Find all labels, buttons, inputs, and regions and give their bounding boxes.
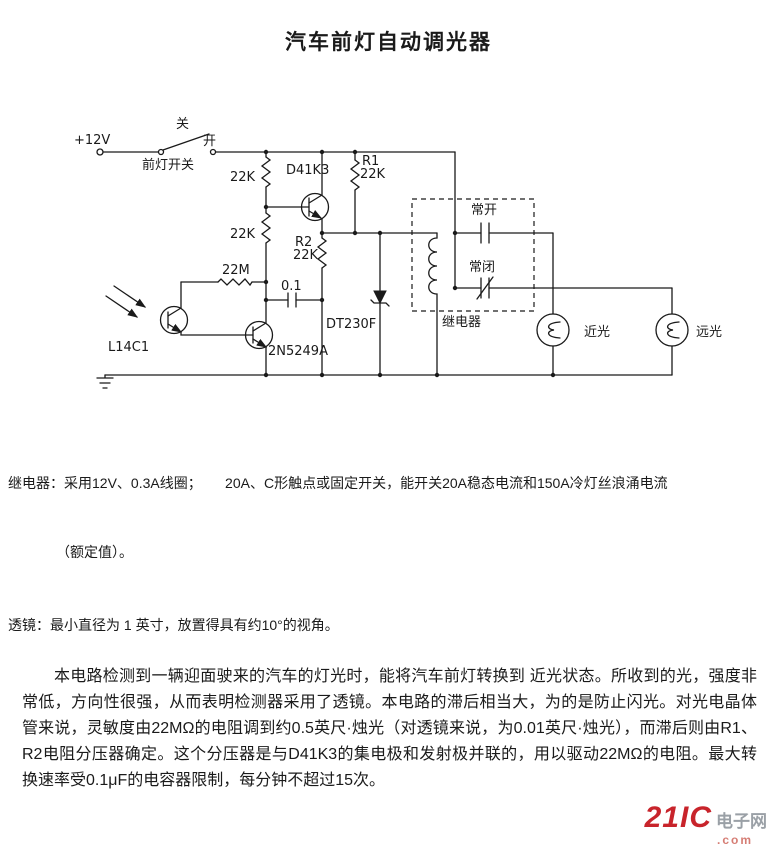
component-notes: 继电器：采用12V、0.3A线圈； 20A、C形触点或固定开关，能开关20A稳态…: [8, 426, 770, 683]
contact-no-label: 常开: [471, 203, 497, 218]
relay-coil: [428, 232, 438, 376]
relay-label: 继电器: [442, 315, 481, 330]
resistor-22k-top: [260, 156, 272, 188]
ground-symbol: [96, 374, 114, 389]
lamp-far-label: 远光: [696, 325, 722, 340]
switch-contact: [209, 148, 217, 156]
transistor-d41k3: [300, 192, 330, 222]
watermark-domain: .com: [716, 833, 753, 847]
switch-off-label: 关: [176, 117, 189, 132]
lamp-far-filament: [667, 321, 680, 339]
lamp-near-filament: [548, 321, 561, 339]
r1-value: 22K: [360, 167, 386, 182]
collector-lead: [308, 151, 323, 204]
lamp-far: [655, 313, 689, 347]
supply-label: +12V: [74, 133, 110, 148]
switch-blade: [162, 133, 210, 151]
wire: [180, 332, 254, 336]
emitter-lead: [167, 323, 183, 333]
description-paragraph: 本电路检测到一辆迎面驶来的汽车的灯光时，能将汽车前灯转换到 近光状态。所收到的光…: [22, 668, 757, 789]
relay-spec-line: 继电器：采用12V、0.3A线圈； 20A、C形触点或固定开关，能开关20A稳态…: [8, 475, 668, 491]
r2-value: 22K: [293, 248, 319, 263]
relay-spec-cont: （额定值）。: [56, 544, 133, 560]
phototransistor-l14c1: [159, 305, 189, 335]
q1-label: D41K3: [286, 163, 329, 178]
diode-label: DT230F: [326, 317, 376, 332]
resistor-r2: [316, 237, 328, 269]
watermark-brand: 21IC: [644, 801, 712, 834]
light-ray-arrow: [105, 295, 139, 318]
watermark-site: 电子网: [716, 812, 767, 831]
switch-name-label: 前灯开关: [142, 157, 194, 173]
lamp-near: [536, 313, 570, 347]
switch-on-label: 开: [203, 134, 216, 149]
transistor-2n5249a: [244, 320, 274, 350]
resistor-22m: [217, 278, 253, 287]
resistor-r1: [349, 159, 361, 191]
circuit-diagram: +12V 关 开 前灯开关 22K D41K3 22K 22M L14C1: [74, 117, 722, 389]
diode-dt230f: [373, 290, 387, 305]
resistor-22m-label: 22M: [222, 263, 250, 278]
resistor-22k-mid: [260, 212, 272, 244]
q2-label: 2N5249A: [268, 344, 328, 359]
no-contact-plates: [480, 222, 490, 244]
photo-label: L14C1: [108, 340, 149, 355]
collector-lead: [167, 281, 182, 317]
page-title: 汽车前灯自动调光器: [285, 31, 492, 54]
capacitor-label: 0.1: [281, 279, 302, 294]
supply-terminal: [96, 148, 104, 156]
emitter-lead: [252, 338, 268, 348]
diode-bar: [370, 299, 390, 307]
resistor-22k-mid-label: 22K: [230, 227, 256, 242]
r2-name: R2: [295, 235, 312, 250]
switch-contact: [157, 148, 165, 156]
contact-nc-label: 常闭: [469, 260, 495, 275]
nc-contact-plates: [480, 277, 490, 299]
r1-name: R1: [362, 154, 379, 169]
junction-dots: [263, 149, 556, 378]
light-ray-arrow: [113, 285, 147, 308]
lamp-near-label: 近光: [584, 325, 610, 340]
capacitor-plates: [287, 292, 297, 308]
resistor-22k-top-label: 22K: [230, 170, 256, 185]
lens-spec-line: 透镜：最小直径为 1 英寸，放置得具有约10°的视角。: [8, 617, 339, 633]
nc-contact-slash: [476, 276, 494, 300]
collector-lead: [252, 281, 267, 332]
emitter-lead: [308, 210, 323, 219]
